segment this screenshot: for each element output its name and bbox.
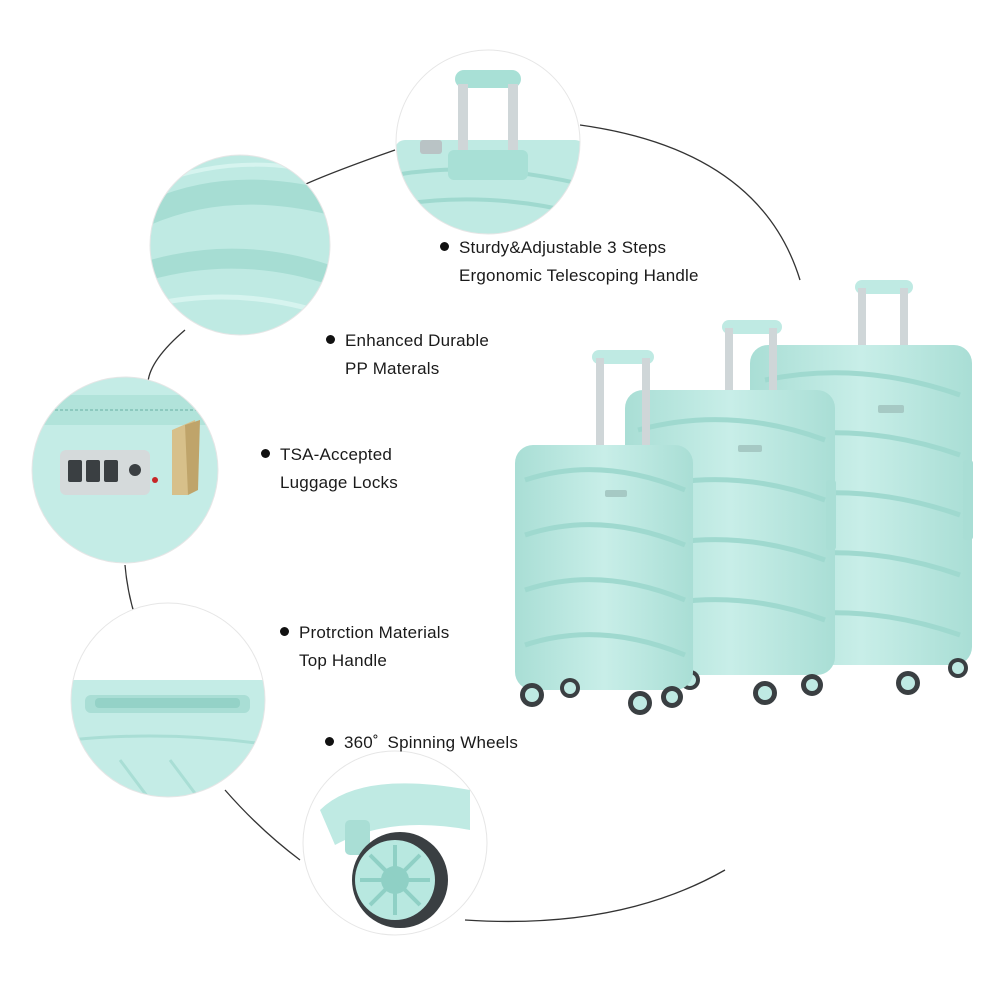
feature-handle-line1: Sturdy&Adjustable 3 Steps <box>459 238 667 257</box>
connector-arc <box>147 329 186 383</box>
top-handle-detail-circle <box>71 603 265 797</box>
feature-lock-line2: Luggage Locks <box>280 473 398 492</box>
feature-top-handle: Protrction Materials Top Handle <box>280 619 450 675</box>
bullet-icon <box>280 627 289 636</box>
wheel-detail-circle <box>303 751 487 935</box>
feature-wheels: 360˚ Spinning Wheels <box>325 729 519 757</box>
feature-lock: TSA-Accepted Luggage Locks <box>261 441 398 497</box>
feature-handle-line2: Ergonomic Telescoping Handle <box>459 266 699 285</box>
feature-top-handle-line2: Top Handle <box>299 651 388 670</box>
connector-arc <box>224 789 301 861</box>
feature-lock-line1: TSA-Accepted <box>280 445 393 464</box>
lock-detail-circle <box>32 377 218 563</box>
bullet-icon <box>326 335 335 344</box>
handle-detail-circle <box>396 50 580 234</box>
small-suitcase <box>515 350 693 715</box>
feature-top-handle-line1: Protrction Materials <box>299 623 450 642</box>
connector-arc <box>464 869 726 923</box>
bullet-icon <box>261 449 270 458</box>
material-detail-circle <box>150 155 330 335</box>
feature-material-line1: Enhanced Durable <box>345 331 490 350</box>
feature-material: Enhanced Durable PP Materals <box>326 327 490 383</box>
feature-wheels-line1: 360˚ Spinning Wheels <box>344 733 519 752</box>
connector-arc <box>579 124 801 281</box>
bullet-icon <box>325 737 334 746</box>
feature-handle: Sturdy&Adjustable 3 Steps Ergonomic Tele… <box>440 234 699 290</box>
bullet-icon <box>440 242 449 251</box>
feature-material-line2: PP Materals <box>345 359 440 378</box>
